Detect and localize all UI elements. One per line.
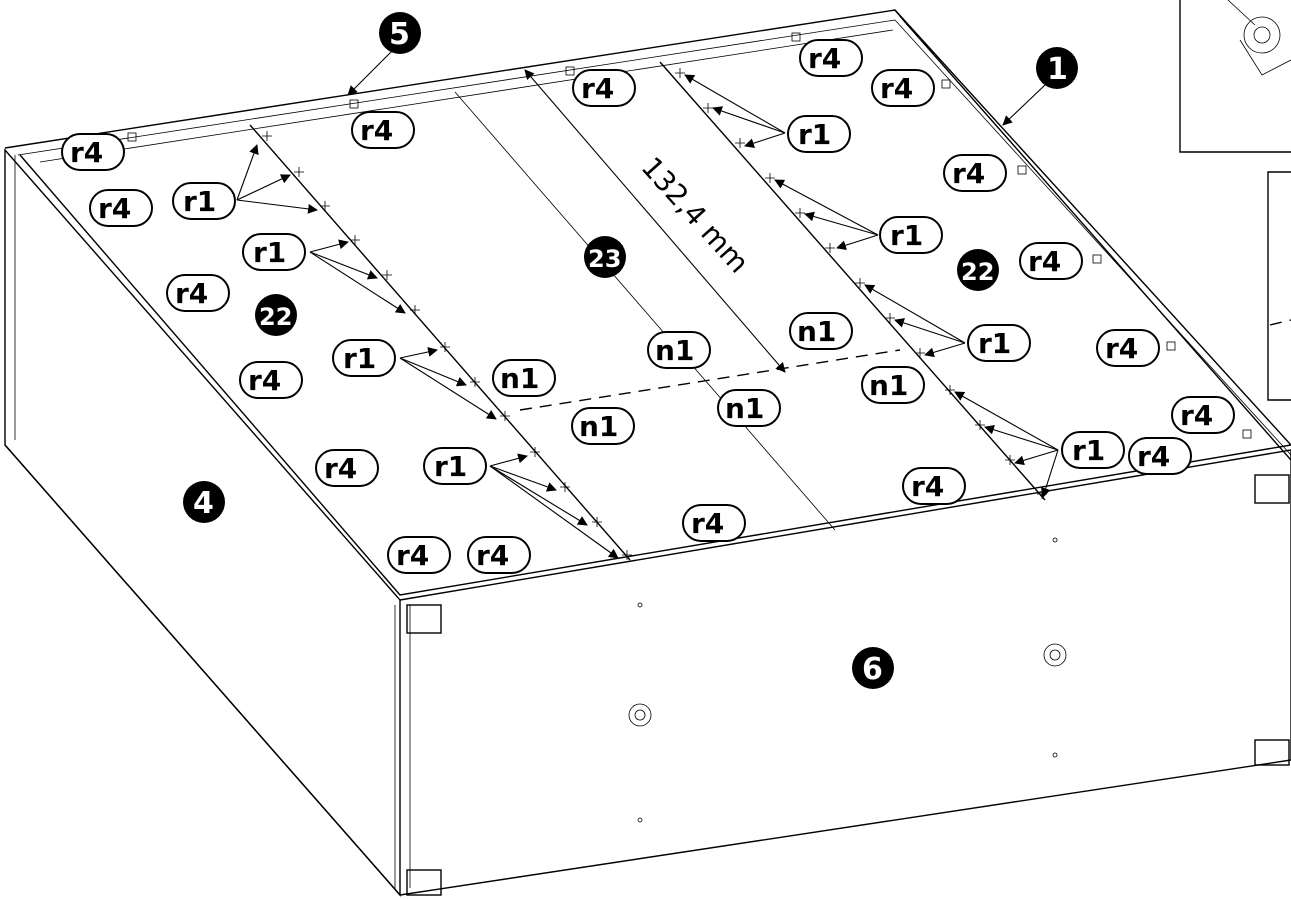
- dashed-guide-line: [519, 349, 901, 411]
- cabinet-body: [4, 9, 1291, 897]
- r1-text: r1: [253, 236, 286, 269]
- part-number-22: 22: [259, 303, 292, 331]
- r4-text: r4: [70, 136, 103, 169]
- r1-label: r1: [787, 115, 851, 153]
- r4-label: r4: [902, 467, 966, 505]
- r4-label: r4: [572, 69, 636, 107]
- r4-text: r4: [581, 72, 614, 105]
- r4-text: r4: [476, 539, 509, 572]
- n1-text: n1: [797, 315, 836, 348]
- part-badges: 5 1 22 22 23 4 6: [183, 12, 1078, 689]
- n1-text: n1: [655, 334, 694, 367]
- n1-label: n1: [861, 366, 925, 404]
- dimension-line: [524, 69, 786, 373]
- right-side-panel: [894, 9, 1291, 461]
- r1-label: r1: [1061, 431, 1125, 469]
- r4-text: r4: [324, 452, 357, 485]
- part-badge-22-right: 22: [957, 249, 999, 291]
- r4-text: r4: [98, 192, 131, 225]
- shelf-pins: [262, 68, 1047, 560]
- r4-text: r4: [248, 364, 281, 397]
- r1-label: r1: [879, 216, 943, 254]
- r4-text: r4: [360, 114, 393, 147]
- r4-label: r4: [943, 154, 1007, 192]
- dimension-label: 132,4 mm: [635, 151, 756, 280]
- r1-label: r1: [242, 233, 306, 271]
- r4-label: r4: [682, 504, 746, 542]
- n1-text: n1: [869, 369, 908, 402]
- r1-text: r1: [434, 450, 467, 483]
- bottom-panel: [399, 449, 1291, 896]
- r4-label: r4: [799, 39, 863, 77]
- r4-text: r4: [1028, 245, 1061, 278]
- n1-text: n1: [579, 410, 618, 443]
- r4-label: r4: [1096, 329, 1160, 367]
- n1-label: n1: [647, 331, 711, 369]
- r1-text: r1: [890, 219, 923, 252]
- r4-label: r4: [315, 449, 379, 487]
- r1-text: r1: [183, 185, 216, 218]
- r1-label: r1: [332, 339, 396, 377]
- r4-text: r4: [396, 539, 429, 572]
- r4-label: r4: [351, 111, 415, 149]
- part-badge-6: 6: [852, 647, 894, 689]
- r4-label: r4: [166, 274, 230, 312]
- part-number-4: 4: [193, 486, 214, 521]
- r1-label: r1: [172, 182, 236, 220]
- n1-label: n1: [492, 359, 556, 397]
- r1-text: r1: [1072, 434, 1105, 467]
- part-number-1: 1: [1047, 52, 1068, 87]
- part-number-23: 23: [588, 245, 621, 273]
- r4-text: r4: [1105, 332, 1138, 365]
- r4-text: r4: [808, 42, 841, 75]
- n1-label: n1: [789, 312, 853, 350]
- label-arrows: [236, 49, 1059, 559]
- r4-text: r4: [1180, 399, 1213, 432]
- detail-inset-top: [1179, 0, 1291, 153]
- top-front-edge: [19, 154, 1291, 596]
- r4-label: r4: [387, 536, 451, 574]
- part-badge-5: 5: [379, 12, 421, 54]
- r1-text: r1: [978, 327, 1011, 360]
- part-badge-4: 4: [183, 481, 225, 523]
- r4-label: r4: [239, 361, 303, 399]
- r1-label: r1: [967, 324, 1031, 362]
- detail-inset-right: [1267, 171, 1291, 401]
- r4-text: r4: [691, 507, 724, 540]
- part-number-5: 5: [389, 17, 410, 52]
- r4-label: r4: [89, 189, 153, 227]
- part-badge-23: 23: [584, 236, 626, 278]
- n1-label: n1: [571, 407, 635, 445]
- back-panel-edge: [4, 9, 1291, 446]
- r4-text: r4: [911, 470, 944, 503]
- r4-label: r4: [467, 536, 531, 574]
- r4-label: r4: [871, 69, 935, 107]
- part-number-6: 6: [862, 652, 883, 687]
- part-badge-1: 1: [1036, 47, 1078, 89]
- dimension-label-group: 132,4 mm: [635, 151, 756, 280]
- r1-label: r1: [423, 447, 487, 485]
- divider-left: [249, 124, 631, 561]
- r4-text: r4: [880, 72, 913, 105]
- divider-mid: [454, 91, 836, 531]
- r4-label: r4: [1019, 242, 1083, 280]
- part-badge-22-left: 22: [255, 294, 297, 336]
- r4-label: r4: [1171, 396, 1235, 434]
- n1-label: n1: [717, 389, 781, 427]
- r4-text: r4: [1137, 440, 1170, 473]
- hardware-labels: r4 r4 r4 r4 r4 r4 r4 r4 r4 r4 r4 r4 r4 r…: [61, 39, 1235, 574]
- r4-label: r4: [61, 133, 125, 171]
- r4-label: r4: [1128, 437, 1192, 475]
- r4-text: r4: [952, 157, 985, 190]
- r1-text: r1: [343, 342, 376, 375]
- r1-text: r1: [798, 118, 831, 151]
- r4-text: r4: [175, 277, 208, 310]
- part-number-22: 22: [961, 258, 994, 286]
- n1-text: n1: [500, 362, 539, 395]
- n1-text: n1: [725, 392, 764, 425]
